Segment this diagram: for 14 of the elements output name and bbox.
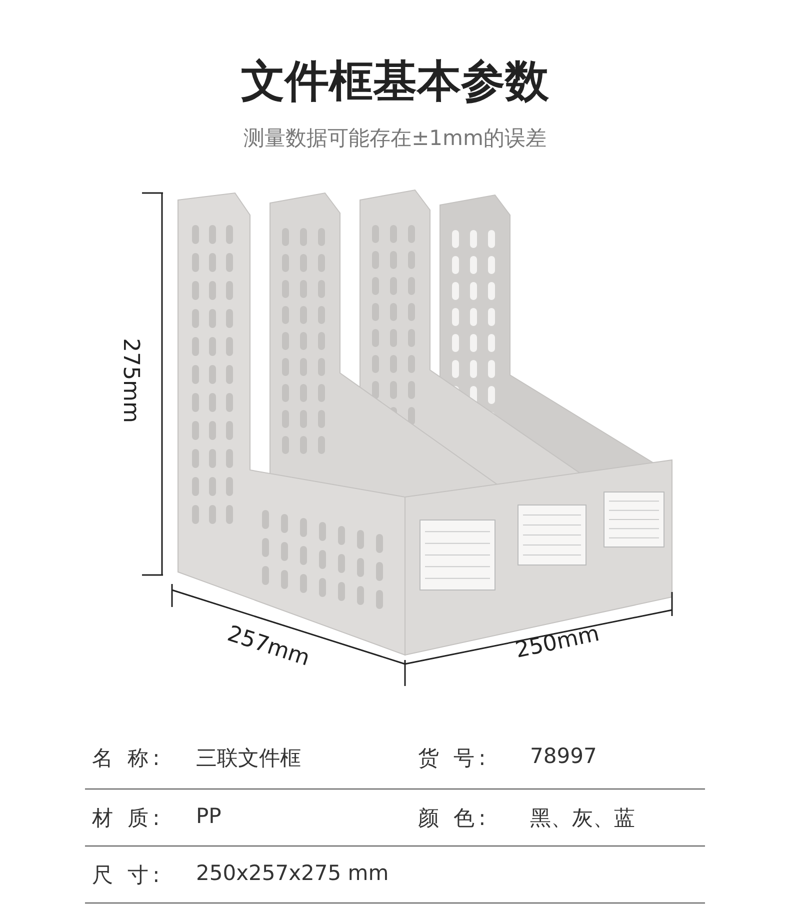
field-label: 材 质: (92, 805, 164, 832)
title: 文件框基本参数 (240, 55, 550, 109)
field-value: PP (196, 804, 222, 828)
field-value: 三联文件框 (196, 745, 301, 772)
field-value: 78997 (530, 744, 597, 768)
dimension-label: 250mm (513, 621, 602, 664)
field-label: 颜 色: (418, 805, 490, 832)
subtitle: 测量数据可能存在±1mm的误差 (242, 125, 548, 152)
field-label: 货 号: (418, 745, 490, 772)
dimension-label: 275mm (118, 338, 143, 423)
field-value: 黑、灰、蓝 (530, 805, 635, 832)
field-label: 名 称: (92, 745, 164, 772)
field-value: 250x257x275 mm (196, 861, 389, 885)
field-label: 尺 寸: (92, 862, 164, 889)
